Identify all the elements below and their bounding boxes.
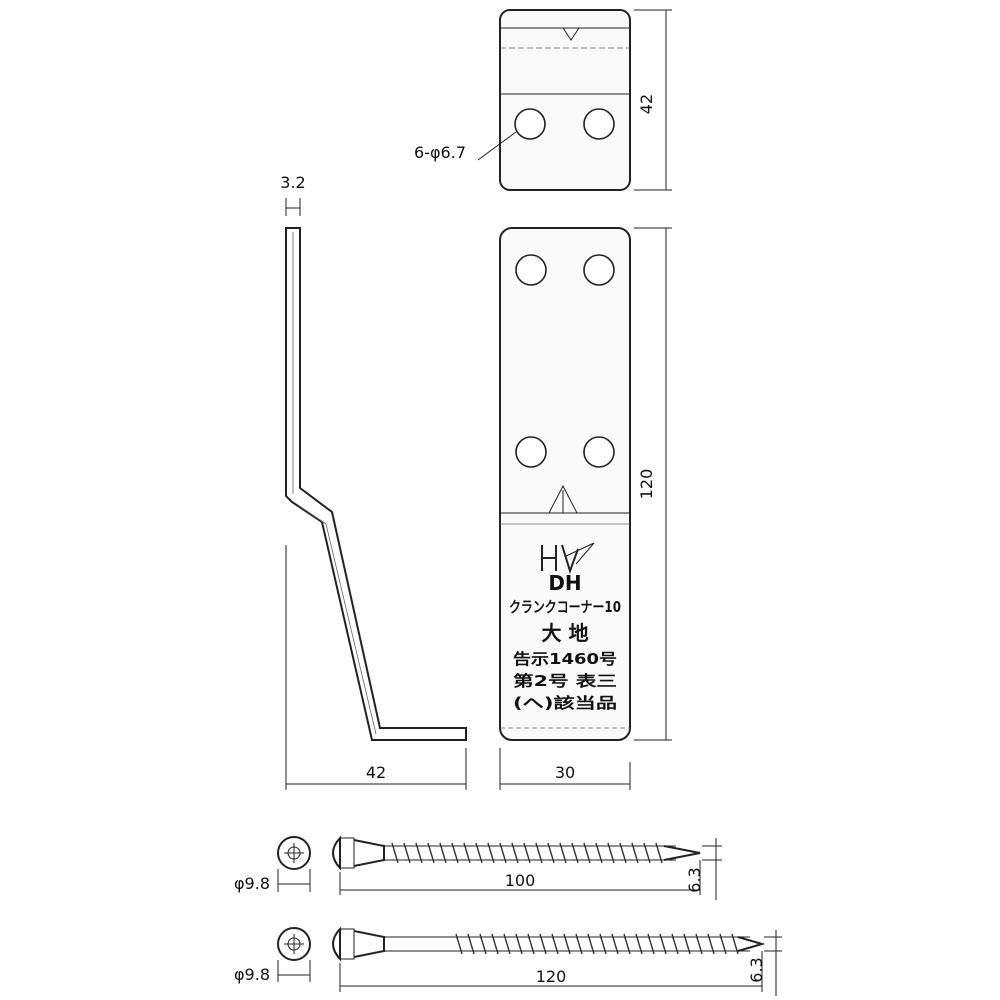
- brand-text: DH: [548, 571, 581, 595]
- top-flange-view: 42 6-φ6.7: [414, 9, 672, 191]
- hole-spec-label: 6-φ6.7: [414, 143, 466, 162]
- compliance-text: (へ)該当品: [513, 694, 617, 712]
- screw1-thread-label: 6.3: [685, 867, 704, 892]
- screw2-thread-label: 6.3: [747, 957, 766, 982]
- screw1-length-label: 100: [505, 871, 536, 890]
- screw-100-view: φ9.8 100 6.3: [234, 835, 722, 900]
- plate-width-label: 30: [555, 763, 575, 782]
- main-plate-view: DH クランクコーナー10 大 地 告示1460号 第2号 表三 (へ)該当品 …: [499, 227, 672, 790]
- screw2-length-label: 120: [536, 967, 567, 986]
- product-text: クランクコーナー10: [509, 598, 621, 616]
- notice-text: 告示1460号: [513, 650, 617, 668]
- screw-120-view: φ9.8 120 6.3: [234, 926, 782, 996]
- brand-logo-icon: [541, 542, 595, 575]
- thickness-label: 3.2: [280, 173, 305, 192]
- clause-text: 第2号 表三: [513, 672, 617, 690]
- top-height-label: 42: [637, 94, 656, 114]
- side-profile-view: 3.2 42: [280, 173, 467, 790]
- maker-text: 大 地: [542, 621, 589, 645]
- main-length-label: 120: [637, 469, 656, 500]
- screw1-head-label: φ9.8: [234, 874, 270, 893]
- side-width-label: 42: [366, 763, 386, 782]
- screw2-head-label: φ9.8: [234, 965, 270, 984]
